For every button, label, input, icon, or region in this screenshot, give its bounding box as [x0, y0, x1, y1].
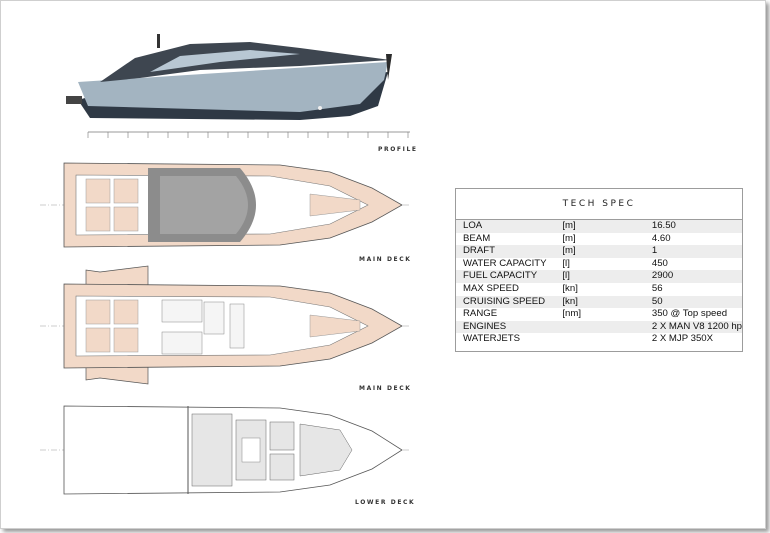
table-row: WATER CAPACITY[l]450 [463, 257, 668, 269]
table-row: CRUISING SPEED[kn]50 [456, 295, 742, 309]
table-row: RANGE[nm]350 @ Top speed [463, 308, 728, 320]
profile-label: PROFILE [378, 146, 418, 153]
lower-cabins [191, 413, 353, 487]
table-row: BEAM[m]4.60 [463, 232, 671, 244]
profile-scale-ticks [87, 132, 409, 138]
profile-mast [157, 34, 160, 48]
profile-bow-tip [386, 54, 392, 80]
lower-deck-view [40, 405, 410, 495]
profile-windows [150, 50, 300, 72]
main-deck-1-view [40, 162, 410, 248]
deck1-sunpads [85, 178, 139, 232]
main-deck-label-2: MAIN DECK [359, 385, 412, 392]
deck1-bow-pad [309, 193, 361, 217]
deck2-furniture [161, 299, 245, 355]
profile-view [66, 34, 410, 138]
table-row: FUEL CAPACITY[l]2900 [456, 270, 742, 283]
profile-porthole [318, 106, 322, 110]
lower-deck-label: LOWER DECK [355, 499, 416, 506]
tech-spec-rows: LOA[m]16.50 BEAM[m]4.60 DRAFT[m]1 WATER … [456, 220, 742, 346]
profile-superstructure [100, 42, 390, 82]
profile-hull-side [78, 62, 388, 112]
main-deck-label-1: MAIN DECK [359, 256, 412, 263]
deck2-bow-pad [309, 314, 361, 338]
table-row: DRAFT[m]1 [456, 245, 742, 258]
main-deck-2-view [40, 265, 410, 385]
table-row: LOA[m]16.50 [456, 220, 742, 233]
profile-stern-gear [66, 96, 82, 104]
lower-table [241, 437, 261, 463]
deck2-sunpads [85, 299, 139, 353]
tech-spec-title: TECH SPEC [456, 189, 742, 220]
deck1-canopy-center [160, 176, 248, 234]
table-row: MAX SPEED[kn]56 [463, 282, 663, 294]
tech-spec-table: TECH SPEC LOA[m]16.50 BEAM[m]4.60 DRAFT[… [455, 188, 743, 352]
